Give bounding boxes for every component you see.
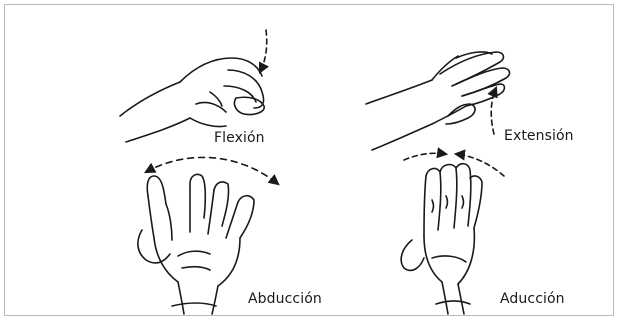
adduction-hand-drawing — [401, 164, 482, 314]
extension-arrow — [491, 88, 496, 134]
abduction-hand-drawing — [138, 174, 254, 314]
flexion-arrow — [260, 30, 267, 72]
label-flexion: Flexión — [214, 130, 265, 146]
adduction-arrow-right — [456, 154, 504, 176]
extension-hand-drawing — [366, 52, 509, 150]
label-adduction: Aducción — [500, 291, 565, 307]
abduction-arrow — [146, 157, 278, 184]
adduction-arrow-left — [404, 153, 446, 160]
label-extension: Extensión — [504, 128, 574, 144]
label-abduction: Abducción — [248, 291, 322, 307]
